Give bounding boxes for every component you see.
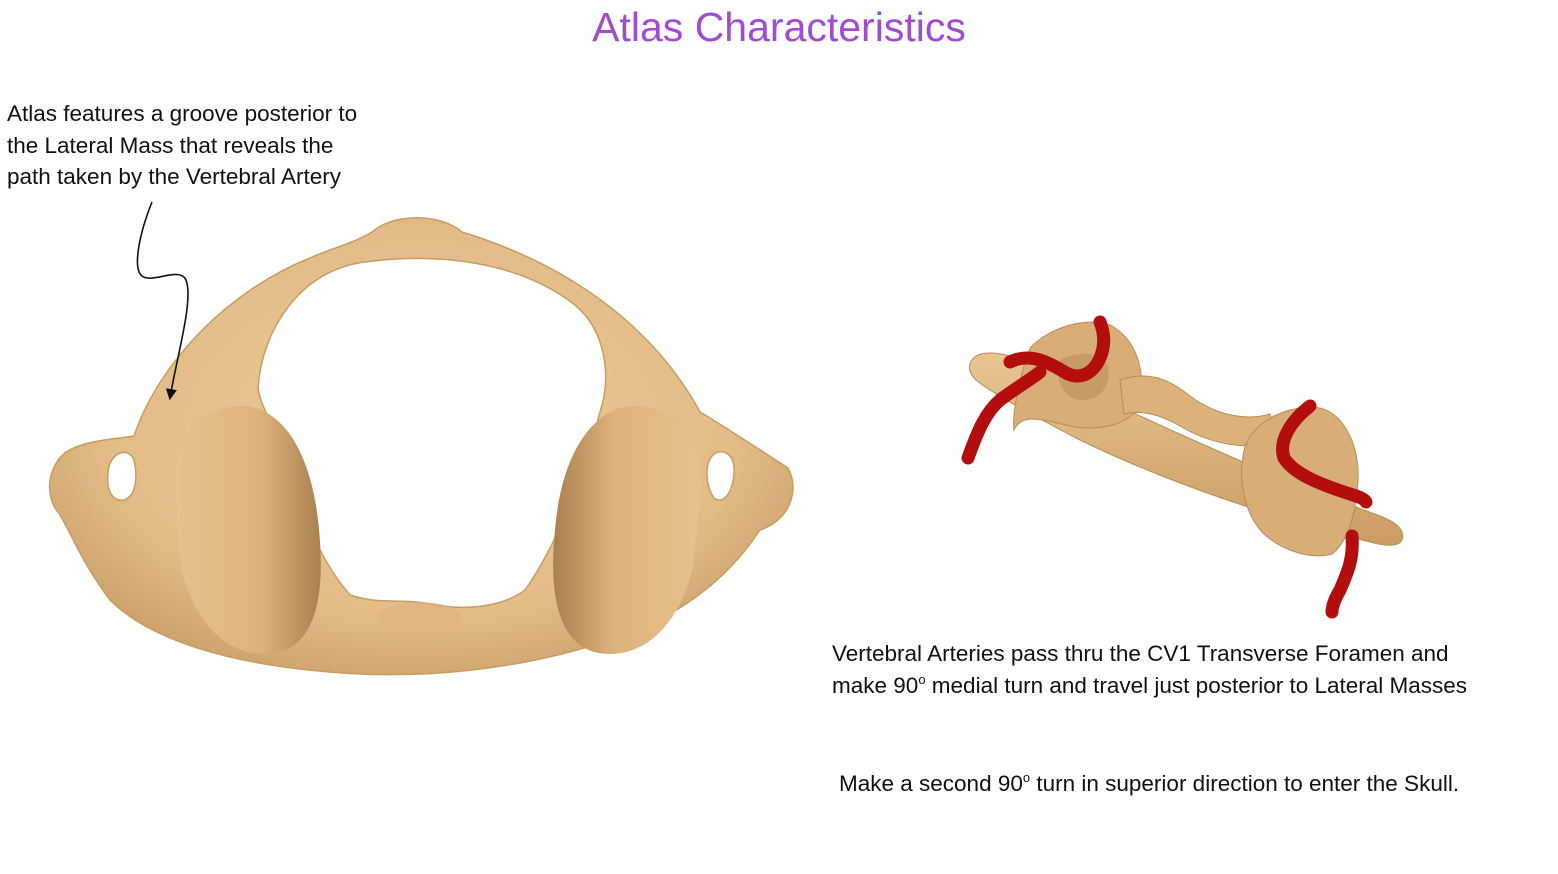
second-turn-note-start: Make a second 90 (839, 771, 1023, 796)
atlas-oblique-view (961, 315, 1404, 619)
arteries-note-line-2-end: medial turn and travel just posterior to… (925, 672, 1468, 698)
vertebral-artery-left (961, 315, 1111, 465)
second-turn-note-end: turn in superior direction to enter the … (1030, 771, 1460, 796)
lateral-mass-right (553, 405, 702, 654)
groove-note-line-3: path taken by the Vertebral Artery (7, 164, 341, 189)
atlas-superior-view (48, 217, 794, 676)
second-turn-note: Make a second 90o turn in superior direc… (839, 768, 1459, 800)
anterior-tubercle (380, 602, 461, 642)
groove-callout-arrow (136, 201, 189, 401)
arteries-note-line-1: Vertebral Arteries pass thru the CV1 Tra… (832, 641, 1449, 666)
degree-superscript: o (1022, 770, 1031, 785)
arteries-note: Vertebral Arteries pass thru the CV1 Tra… (832, 638, 1467, 701)
oblique-lateral-mass-right (1241, 406, 1359, 557)
groove-note: Atlas features a groove posterior to the… (7, 98, 357, 193)
vertebral-artery-right (1276, 399, 1373, 619)
groove-note-line-1: Atlas features a groove posterior to (7, 101, 358, 126)
arteries-note-line-2-start: make 90 (832, 672, 919, 698)
degree-superscript: o (918, 671, 926, 687)
arteries-note-line-2: make 90o medial turn and travel just pos… (832, 670, 1467, 702)
groove-note-line-2: the Lateral Mass that reveals the (7, 132, 334, 158)
slide-title: Atlas Characteristics (592, 4, 966, 50)
lateral-mass-left (174, 405, 321, 654)
